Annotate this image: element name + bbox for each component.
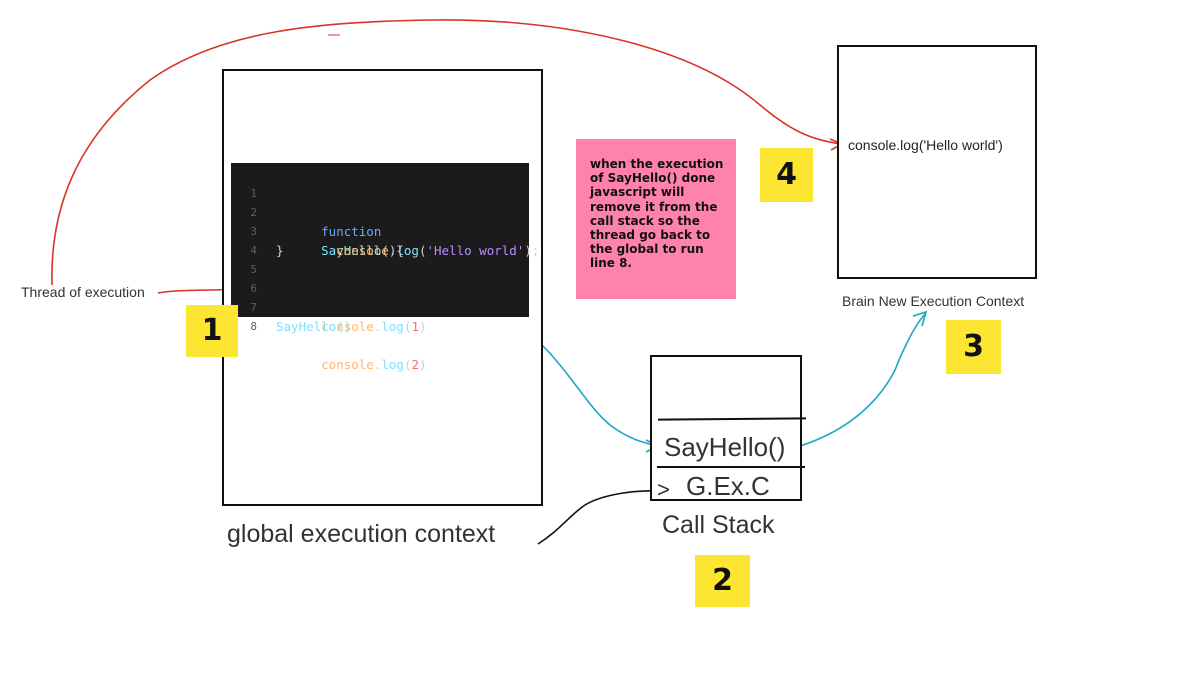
console-object: console (321, 319, 374, 334)
code-line-3: 3 } (231, 203, 529, 258)
line-number: 1 (250, 187, 257, 200)
code-line-1: 1 function SayHello(){ (231, 165, 529, 258)
line-number: 6 (250, 282, 257, 295)
sayhello-call: SayHello() (276, 319, 352, 334)
line-number: 5 (250, 263, 257, 276)
brain-new-execution-context-label: Brain New Execution Context (842, 293, 1025, 309)
code-punctuation: ( (418, 243, 427, 258)
code-line-8: 8 console.log(2) (231, 298, 529, 372)
keyword-function: function (321, 224, 382, 239)
code-punctuation: . (373, 357, 382, 372)
code-line-6: 6 console.log(1) (231, 260, 529, 334)
string-literal: 'Hello world' (426, 243, 525, 258)
explanation-note: when the execution of SayHello() done ja… (576, 139, 736, 299)
gec-link-line (537, 490, 661, 545)
stack-pointer-icon: > (657, 477, 670, 502)
line-number: 3 (250, 225, 257, 238)
code-line-7: 7 SayHello() (231, 279, 529, 334)
global-execution-context-label: global execution context (227, 520, 496, 548)
code-line-5: 5 (231, 241, 529, 276)
code-line-2: 2 console.log('Hello world'); (231, 184, 539, 258)
console-object: console (336, 243, 389, 258)
function-name: SayHello (321, 243, 382, 258)
code-punctuation: ( (403, 357, 412, 372)
stack-arrow-head (912, 310, 928, 327)
line-number: 4 (250, 244, 257, 257)
code-punctuation: ) (419, 357, 427, 372)
new-context-content: console.log('Hello world') (848, 137, 1003, 153)
code-punctuation: ); (524, 243, 540, 258)
log-method: log (381, 357, 404, 372)
number-literal: 2 (411, 357, 420, 372)
call-stack-label: Call Stack (662, 511, 775, 539)
step-badge-1: 1 (186, 305, 238, 357)
console-object: console (321, 357, 374, 372)
code-punctuation: ( (403, 319, 412, 334)
line-number: 7 (250, 301, 257, 314)
thread-of-execution-label: Thread of execution (21, 284, 145, 300)
code-punctuation: . (388, 243, 397, 258)
thread-arrow-to-new-context (51, 19, 843, 286)
code-line-4: 4 (231, 222, 529, 257)
new-execution-context-box (837, 45, 1037, 279)
step-badge-2: 2 (695, 555, 750, 607)
code-punctuation: ) (419, 319, 427, 334)
stack-arrow-to-new-context (799, 313, 926, 447)
step-badge-4: 4 (760, 148, 813, 202)
code-punctuation: (){ (381, 243, 404, 258)
code-punctuation: . (373, 319, 382, 334)
line-number: 8 (250, 320, 257, 333)
call-stack-box (650, 355, 802, 501)
closing-brace: } (276, 243, 284, 258)
stack-frame-divider (657, 466, 805, 468)
step-badge-3: 3 (946, 320, 1001, 374)
number-literal: 1 (411, 319, 420, 334)
stack-frame-global: G.Ex.C (686, 471, 770, 501)
log-method: log (396, 243, 419, 258)
stack-frame-sayhello: SayHello() (664, 432, 786, 462)
log-method: log (381, 319, 404, 334)
code-panel: 1 function SayHello(){ 2 console.log('He… (231, 163, 539, 372)
line-number: 2 (250, 206, 257, 219)
